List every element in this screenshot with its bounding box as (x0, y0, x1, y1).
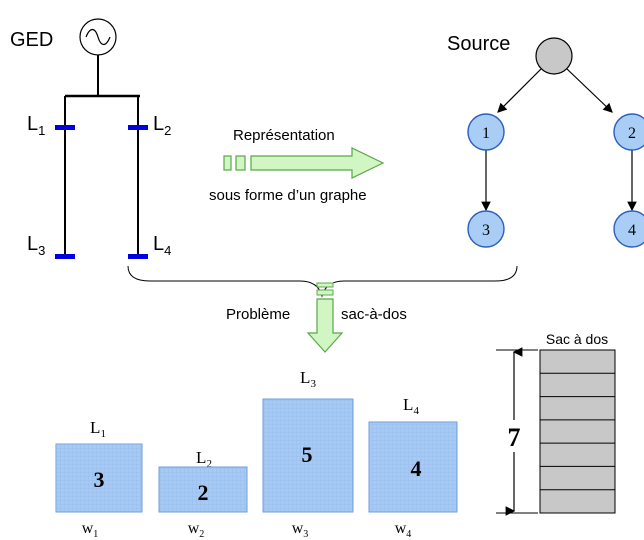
representation-label: Représentation (233, 127, 335, 144)
item-name: L1 (90, 418, 106, 440)
item-grid (159, 467, 247, 512)
sac-label: sac-à-dos (341, 306, 407, 323)
capacity-label-bg (500, 420, 528, 452)
line-label-l4: L4 (153, 233, 171, 258)
item-name: L2 (196, 448, 212, 470)
item-name: L3 (300, 368, 316, 390)
item-value: 3 (94, 467, 105, 492)
graph-node-3: 3 (467, 210, 505, 248)
svg-text:3: 3 (482, 222, 490, 239)
line-mark-l4 (128, 254, 148, 259)
item-value: 4 (411, 456, 422, 481)
item-name: L4 (403, 395, 419, 417)
down-arrow-icon (306, 282, 344, 353)
ged-label: GED (10, 29, 53, 51)
right-arrow-icon (223, 147, 385, 179)
graph: Source 1 2 3 4 (447, 33, 644, 248)
svg-text:2: 2 (628, 125, 636, 142)
item-grid (263, 399, 353, 512)
source-node (535, 37, 573, 75)
graph-node-4: 4 (613, 210, 644, 248)
item-grid (369, 422, 457, 512)
item-grid (56, 444, 142, 512)
knapsack-slots (540, 372, 615, 491)
generator-icon (79, 18, 117, 56)
line-label-l3: L3 (27, 233, 45, 258)
graph-node-1: 1 (467, 113, 505, 151)
knapsack-items: L1 3 w1 L2 2 w2 L3 5 w3 L4 4 w4 (55, 368, 458, 540)
item-value: 2 (198, 480, 209, 505)
capacity-label: 7 (508, 423, 521, 452)
graph-node-2: 2 (613, 113, 644, 151)
svg-text:4: 4 (628, 222, 636, 239)
electrical-network: GED L1 L2 L3 L4 (10, 18, 171, 259)
item-value: 5 (302, 442, 313, 467)
edge-source-2 (566, 68, 613, 113)
line-mark-l1 (55, 125, 75, 130)
problem-label: Problème (226, 306, 290, 323)
line-label-l2: L2 (153, 113, 171, 138)
source-label: Source (447, 33, 510, 55)
item-3: L3 5 w3 (262, 368, 354, 540)
line-mark-l2 (128, 125, 148, 130)
item-4: L4 4 w4 (368, 395, 458, 540)
item-weight: w3 (292, 520, 309, 540)
line-mark-l3 (55, 254, 75, 259)
item-2: L2 2 w2 (158, 448, 248, 540)
edge-source-1 (497, 68, 542, 113)
svg-text:1: 1 (482, 125, 490, 142)
knapsack-title: Sac à dos (546, 331, 608, 347)
curly-brace (127, 265, 518, 298)
item-weight: w2 (188, 520, 205, 540)
item-weight: w1 (82, 520, 99, 540)
problem-transform: Problème sac-à-dos (226, 282, 407, 353)
representation-transform: Représentation sous forme d’un graphe (209, 127, 385, 204)
item-1: L1 3 w1 (55, 418, 143, 540)
item-weight: w4 (395, 520, 412, 540)
graph-caption: sous forme d’un graphe (209, 187, 367, 204)
line-label-l1: L1 (27, 113, 45, 138)
knapsack-box (539, 349, 616, 514)
knapsack: Sac à dos 7 (496, 331, 616, 516)
